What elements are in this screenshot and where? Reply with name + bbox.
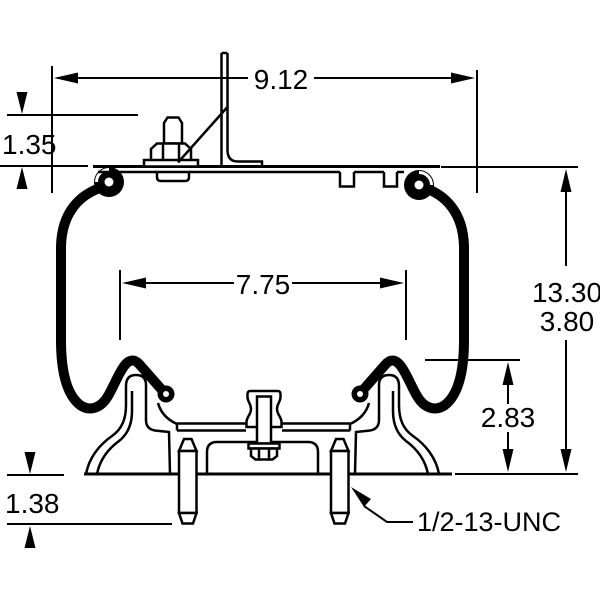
arrow-right [451, 72, 475, 84]
left-bead-lobe-hole [163, 391, 169, 397]
left-stud-end [177, 511, 199, 525]
stud-boss [155, 170, 191, 183]
dimension-piston-height: 2.83 [425, 359, 536, 472]
right-lower-stud [329, 437, 351, 525]
left-bead-curl-hole [104, 177, 114, 187]
bracket-web [175, 422, 352, 432]
arrow-up [24, 526, 36, 548]
right-stud-body [329, 449, 350, 515]
arrow-down [560, 449, 572, 472]
arrow-down [16, 92, 28, 114]
dimension-overall-height: 13.30 3.80 [441, 166, 600, 475]
angle-bracket-outer-edge [226, 53, 264, 166]
leader-arrow [351, 487, 371, 507]
left-lower-stud [177, 437, 199, 525]
right-stud-tip [329, 437, 351, 453]
right-pedestal-leg [353, 373, 441, 476]
right-bead-curl-hole [414, 180, 424, 190]
arrow-left [54, 72, 78, 84]
thread-callout-text: 1/2-13-UNC [417, 507, 561, 537]
angle-bracket [177, 51, 264, 166]
right-stud-end [329, 511, 351, 525]
mount-washer [142, 158, 200, 168]
dim-overall-height-text: 13.30 [532, 277, 600, 308]
dim-compressed-height-text: 3.80 [540, 306, 595, 337]
mount-stud [162, 116, 184, 145]
left-stud-tip [177, 437, 199, 453]
center-nut-facets [257, 448, 271, 459]
arrow-left [122, 277, 146, 289]
right-bead-curl-groove [418, 171, 433, 186]
rubber-bellows [56, 167, 469, 414]
leader-line [363, 505, 413, 523]
arrow-down [502, 449, 514, 472]
arrow-up [560, 169, 572, 192]
center-bolt-shaft [255, 395, 273, 445]
bellows-right-wall [358, 182, 469, 414]
dim-piston-height-text: 2.83 [481, 402, 536, 433]
lower-piston-bracket [84, 373, 452, 525]
left-web-arm [156, 402, 178, 426]
thread-callout: 1/2-13-UNC [351, 487, 561, 537]
arrow-down [24, 452, 36, 474]
right-clamp-tab [382, 172, 399, 188]
angle-bracket-gusset [177, 106, 228, 164]
dim-stud-height-text: 1.35 [2, 129, 57, 160]
dim-piston-diameter-text: 7.75 [236, 269, 291, 300]
arrow-up [502, 362, 514, 385]
left-stud-body [177, 449, 198, 515]
left-pedestal-inner-line [95, 391, 134, 475]
dim-lower-stud-length-text: 1.38 [5, 488, 60, 519]
right-pedestal-inner-line [391, 391, 430, 475]
left-clamp-tab [338, 172, 356, 188]
dimension-piston-diameter: 7.75 [119, 269, 407, 340]
arrow-up [16, 167, 28, 189]
arrow-right [380, 277, 404, 289]
dimension-overall-width: 9.12 [51, 64, 478, 193]
top-plate-assembly [93, 51, 440, 188]
left-pedestal-leg [84, 373, 172, 476]
center-bolt-nut [249, 447, 279, 461]
bellows-left-wall [56, 182, 167, 414]
right-web-arm [349, 402, 371, 426]
right-bead-lobe-hole [357, 391, 363, 397]
dimension-stud-height: 1.35 [0, 92, 138, 189]
dimension-lower-stud-length: 1.38 [5, 452, 172, 548]
dim-overall-width-text: 9.12 [254, 64, 309, 95]
